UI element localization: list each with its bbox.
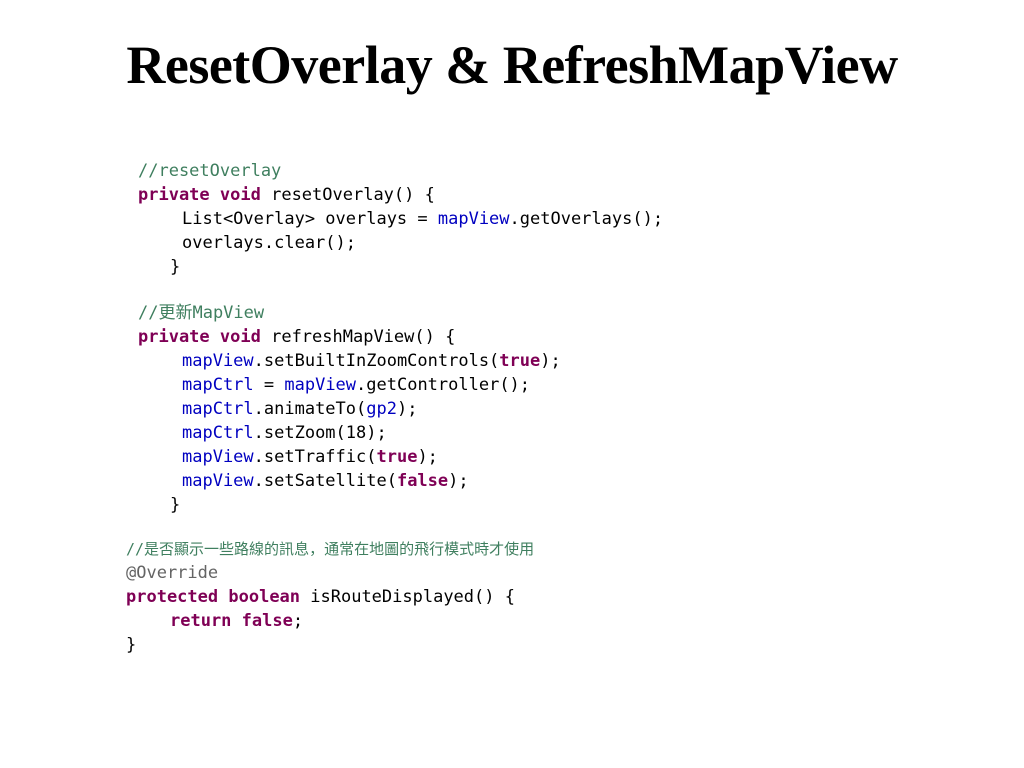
slide-title: ResetOverlay & RefreshMapView xyxy=(126,35,898,95)
code-close-brace: } xyxy=(170,257,181,277)
code-line: mapView.setSatellite(false); xyxy=(182,470,469,492)
code-text: .animateTo( xyxy=(253,399,367,419)
code-line: overlays.clear(); xyxy=(182,233,356,253)
code-keyword: false xyxy=(396,471,449,491)
code-field: mapView xyxy=(182,471,254,491)
code-comment-refresh-mapview: //更新MapView xyxy=(138,303,265,323)
code-field: mapView xyxy=(182,351,254,371)
code-line: mapCtrl.setZoom(18); xyxy=(182,422,387,444)
code-text: ); xyxy=(396,399,418,419)
code-line: mapView.setBuiltInZoomControls(true); xyxy=(182,350,561,372)
code-comment-route-displayed: //是否顯示一些路線的訊息，通常在地圖的飛行模式時才使用 xyxy=(126,540,535,558)
code-text: .setBuiltInZoomControls( xyxy=(253,351,500,371)
code-line: return false; xyxy=(170,610,303,632)
code-text: .getOverlays(); xyxy=(509,209,664,229)
code-keyword: protected xyxy=(126,587,219,607)
code-comment-reset-overlay: //resetOverlay xyxy=(138,161,282,181)
code-keyword: void xyxy=(219,327,261,347)
code-method-decl-refresh-mapview: private void refreshMapView() { xyxy=(138,326,455,348)
code-text: .getController(); xyxy=(356,375,531,395)
code-text: refreshMapView() { xyxy=(260,327,456,347)
code-close-brace: } xyxy=(170,495,181,515)
code-keyword: private xyxy=(138,185,210,205)
code-field: mapCtrl xyxy=(182,399,254,419)
code-method-decl-is-route-displayed: protected boolean isRouteDisplayed() { xyxy=(126,586,515,608)
code-text: ); xyxy=(417,447,438,467)
code-text: = xyxy=(253,375,285,395)
code-keyword: void xyxy=(219,185,261,205)
code-line: mapCtrl.animateTo(gp2); xyxy=(182,398,417,420)
code-text: ); xyxy=(540,351,561,371)
code-close-brace: } xyxy=(126,635,137,655)
code-text: isRouteDisplayed() { xyxy=(300,587,515,607)
code-keyword: boolean xyxy=(228,587,301,607)
code-text: ; xyxy=(292,611,304,631)
code-keyword: return xyxy=(170,611,232,631)
code-text: .setSatellite( xyxy=(253,471,397,491)
code-field: mapView xyxy=(284,375,357,395)
code-text: .setTraffic( xyxy=(253,447,377,467)
code-annotation-override: @Override xyxy=(126,563,219,583)
code-method-decl-reset-overlay: private void resetOverlay() { xyxy=(138,184,435,206)
code-keyword: false xyxy=(241,611,293,631)
code-keyword: private xyxy=(138,327,210,347)
code-text: ); xyxy=(448,471,469,491)
code-line: mapCtrl = mapView.getController(); xyxy=(182,374,530,396)
code-line: mapView.setTraffic(true); xyxy=(182,446,438,468)
code-text: List<Overlay> overlays = xyxy=(182,209,438,229)
code-keyword: true xyxy=(376,447,418,467)
code-keyword: true xyxy=(499,351,541,371)
code-field: mapView xyxy=(182,447,254,467)
code-text: resetOverlay() { xyxy=(260,185,435,205)
code-text: .setZoom(18); xyxy=(253,423,387,443)
code-field: mapCtrl xyxy=(182,423,254,443)
code-line: List<Overlay> overlays = mapView.getOver… xyxy=(182,208,663,230)
code-field: gp2 xyxy=(366,399,397,419)
code-field: mapCtrl xyxy=(182,375,254,395)
code-field: mapView xyxy=(437,209,510,229)
